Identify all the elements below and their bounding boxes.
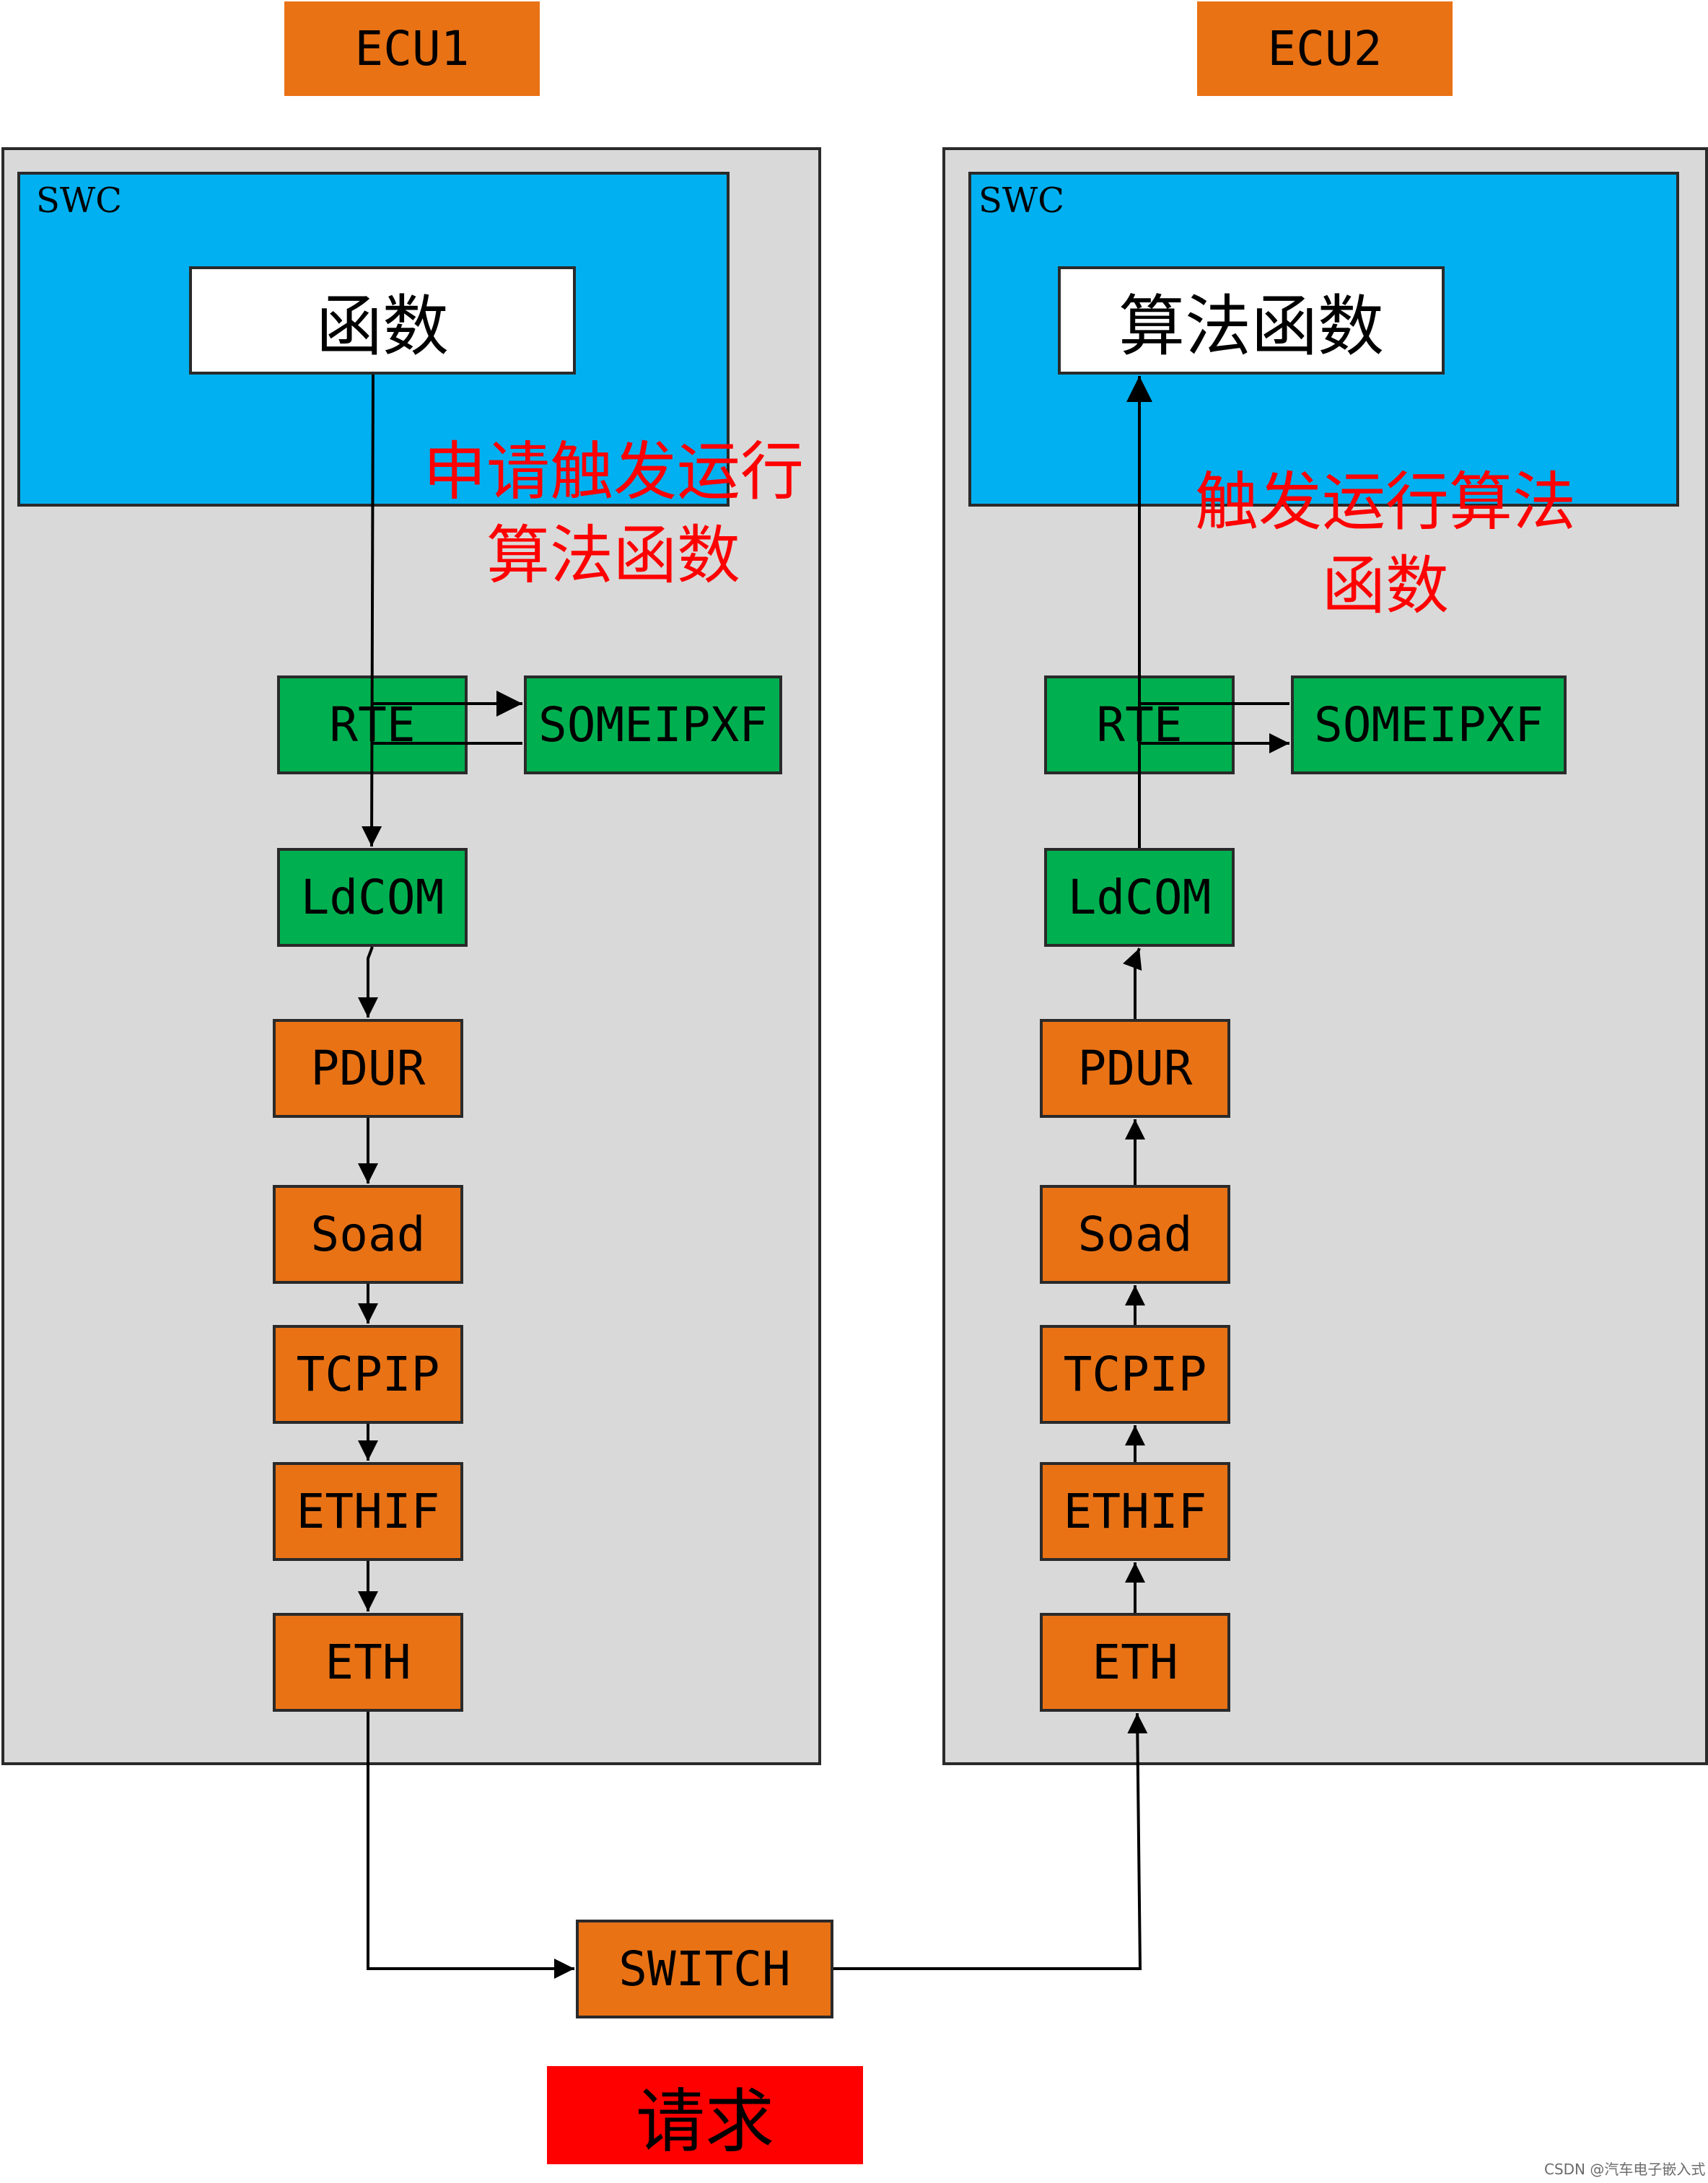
ecu1-annotation: 申请触发运行 算法函数 xyxy=(422,434,804,593)
ecu1-someipxf-module: SOMEIPXF xyxy=(524,675,782,774)
request-label: 请求 xyxy=(547,2066,863,2164)
eth1-to-switch-arrow xyxy=(367,1712,574,1979)
ecu1-pdur-module: PDUR xyxy=(273,1019,463,1118)
ecu2-annotation: 触发运行算法 函数 xyxy=(1194,465,1576,624)
ecu1-func-to-ldcom-arrow xyxy=(362,374,382,847)
ecu2-someipxf-module: SOMEIPXF xyxy=(1291,675,1567,774)
ecu2-swc-label: SWC xyxy=(978,180,1064,221)
ecu2-eth-module: ETH xyxy=(1040,1613,1230,1712)
ecu2-soad-module: Soad xyxy=(1040,1185,1230,1284)
ecu1-ldcom-to-pdur-arrow xyxy=(358,946,378,1018)
ecu2-ldcom-module: LdCOM xyxy=(1044,848,1235,947)
ecu2-title: ECU2 xyxy=(1197,1,1453,96)
ecu2-ethif-module: ETHIF xyxy=(1040,1462,1230,1561)
ecu1-swc-label: SWC xyxy=(36,180,122,221)
switch-module: SWITCH xyxy=(576,1920,833,2018)
ecu2-ldcom-to-pdur-arrow xyxy=(1123,948,1142,1019)
ecu2-tcpip-module: TCPIP xyxy=(1040,1325,1230,1424)
ecu2-function-box: 算法函数 xyxy=(1058,266,1445,375)
ecu1-function-box: 函数 xyxy=(189,266,576,375)
ecu1-ldcom-module: LdCOM xyxy=(277,848,468,947)
ecu1-title: ECU1 xyxy=(284,1,540,96)
ecu1-ethif-module: ETHIF xyxy=(273,1462,463,1561)
watermark: CSDN @汽车电子嵌入式 xyxy=(1544,2161,1706,2178)
ecu1-soad-module: Soad xyxy=(273,1185,463,1284)
ecu1-tcpip-module: TCPIP xyxy=(273,1325,463,1424)
switch-to-eth2-arrow xyxy=(833,1712,1148,1970)
ecu1-eth-module: ETH xyxy=(273,1613,463,1712)
ecu2-pdur-module: PDUR xyxy=(1040,1019,1230,1118)
